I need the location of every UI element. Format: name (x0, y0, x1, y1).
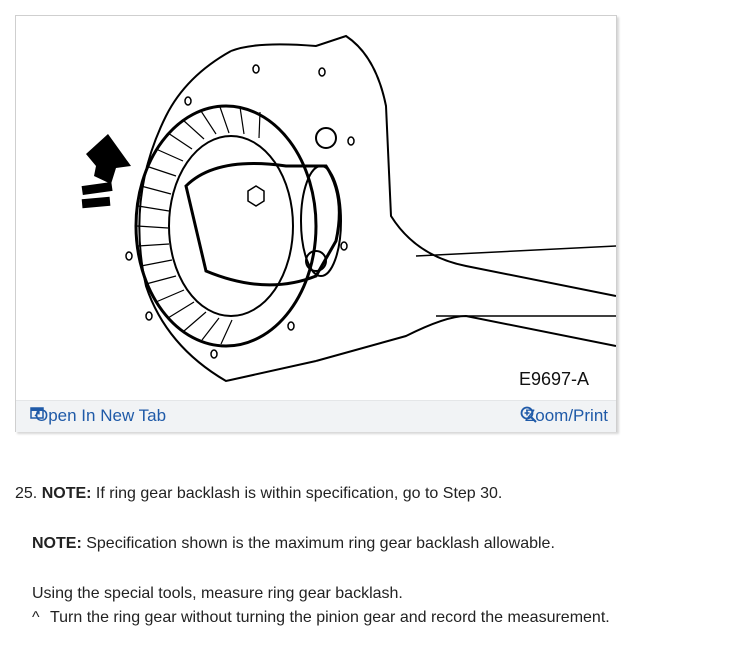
substep-marker: ^ (32, 609, 40, 626)
ring-gear-inner (168, 135, 294, 317)
housing-outline (230, 34, 616, 297)
lower-bolt (305, 250, 327, 272)
figure-frame: E9697-A Open In New Tab Zoom (15, 15, 617, 432)
note-text: If ring gear backlash is within specific… (91, 485, 503, 502)
zoom-print-label: Zoom/Print (524, 406, 608, 425)
upper-bolt (315, 127, 337, 149)
note-text-2: Specification shown is the maximum ring … (81, 535, 555, 552)
housing-left (138, 50, 317, 383)
center-bolt (247, 185, 265, 207)
step-25-note: 25. NOTE: If ring gear backlash is withi… (15, 485, 502, 503)
open-new-tab-link[interactable]: Open In New Tab (30, 406, 166, 426)
note-label: NOTE: (41, 485, 92, 502)
ring-gear-teeth (136, 106, 261, 345)
axle-tube-top (415, 245, 616, 257)
housing-lower (315, 314, 616, 362)
figure-code: E9697-A (519, 369, 590, 389)
note-label-2: NOTE: (32, 535, 82, 552)
step-instruction: Using the special tools, measure ring ge… (32, 585, 403, 602)
bolt-holes (125, 64, 355, 359)
ring-gear-diagram (81, 34, 616, 383)
figure-toolbar: Open In New Tab Zoom/Print (16, 400, 616, 432)
case-bearing (300, 165, 342, 277)
rotation-arrow (81, 134, 131, 209)
ring-gear-outer (134, 104, 318, 348)
zoom-print-link[interactable]: Zoom/Print (520, 406, 608, 426)
substep-text: Turn the ring gear without turning the p… (49, 609, 610, 626)
open-new-tab-label: Open In New Tab (35, 406, 167, 425)
step-25-note-2: NOTE: Specification shown is the maximum… (32, 535, 555, 553)
differential-case (184, 162, 341, 287)
step-number: 25. (15, 485, 38, 502)
substep: ^ Turn the ring gear without turning the… (32, 609, 610, 627)
